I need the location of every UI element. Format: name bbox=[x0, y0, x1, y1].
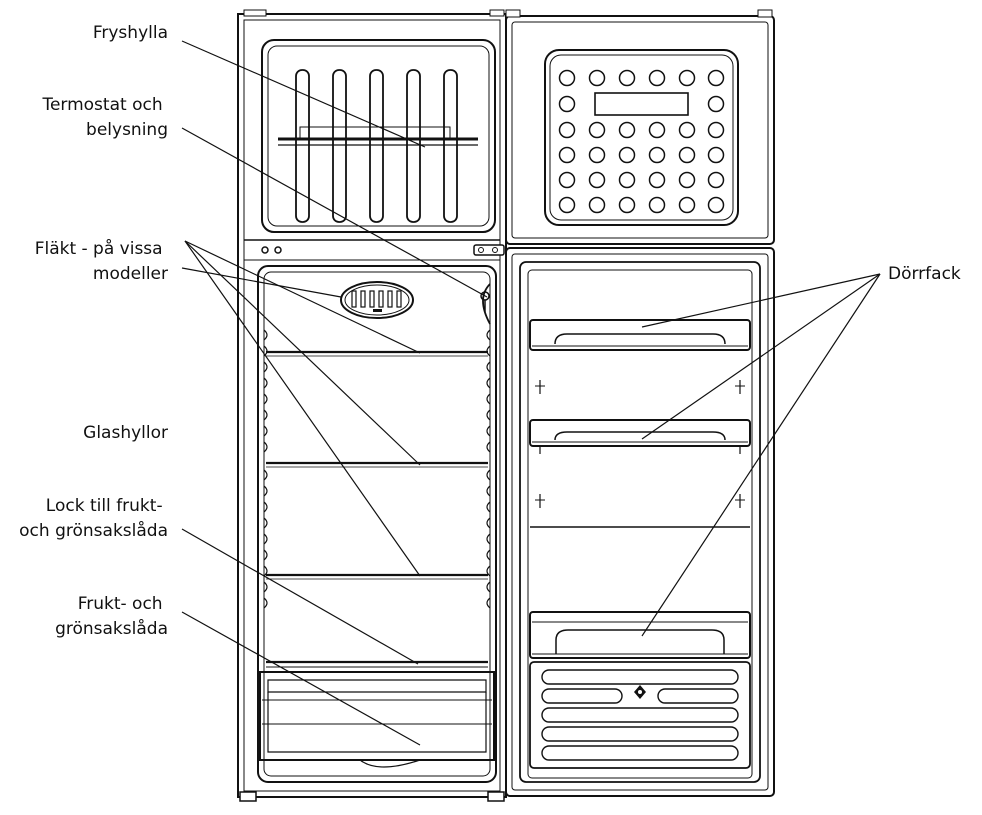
label-flakt: Fläkt - på vissa modeller bbox=[35, 238, 168, 284]
door-bin-2 bbox=[529, 419, 751, 447]
leader-flakt bbox=[181, 267, 342, 298]
door-bin-1 bbox=[529, 319, 751, 351]
fridge-compartment bbox=[257, 265, 497, 783]
door-hinge bbox=[473, 244, 505, 256]
label-fryshylla: Fryshylla bbox=[93, 23, 168, 43]
fan-grille-icon bbox=[340, 281, 414, 319]
freezer-slots bbox=[295, 69, 458, 223]
fridge-door bbox=[505, 247, 775, 797]
label-glashyllor: Glashyllor bbox=[83, 423, 168, 443]
label-termostat-line1: Termostat och bbox=[41, 95, 162, 115]
leader-termostat bbox=[181, 127, 488, 298]
label-dorrfack: Dörrfack bbox=[888, 264, 961, 284]
label-frukt-line2: grönsakslåda bbox=[55, 618, 168, 639]
leader-glashyllor-3 bbox=[184, 240, 421, 577]
freezer-compartment bbox=[261, 39, 496, 233]
leader-frukt bbox=[181, 611, 421, 746]
leader-glashyllor-2 bbox=[184, 240, 421, 466]
label-flakt-line1: Fläkt - på vissa bbox=[35, 238, 163, 259]
leader-lines bbox=[181, 40, 881, 746]
label-frukt: Frukt- och grönsakslåda bbox=[55, 594, 168, 639]
label-termostat: Termostat och belysning bbox=[41, 95, 168, 140]
label-lock-line2: och grönsakslåda bbox=[19, 520, 168, 541]
label-lock-line1: Lock till frukt- bbox=[46, 496, 163, 516]
leader-lock bbox=[181, 528, 419, 665]
fridge-cabinet bbox=[237, 9, 507, 802]
label-flakt-line2: modeller bbox=[93, 264, 168, 284]
vent-snowflake-icon bbox=[529, 661, 751, 769]
leader-glashyllor-1 bbox=[184, 240, 421, 354]
label-lock: Lock till frukt- och grönsakslåda bbox=[19, 496, 168, 541]
label-frukt-line1: Frukt- och bbox=[78, 594, 163, 614]
leader-dorrfack-1 bbox=[641, 273, 881, 328]
freezer-shelf bbox=[278, 126, 478, 146]
thermostat-knob-icon bbox=[480, 283, 491, 325]
glass-shelf-1 bbox=[266, 350, 488, 357]
freezer-door-dimples bbox=[558, 69, 725, 214]
crisper-lid bbox=[266, 660, 488, 668]
label-termostat-line2: belysning bbox=[86, 120, 168, 140]
leader-dorrfack-2 bbox=[641, 273, 881, 440]
glass-shelf-2 bbox=[266, 461, 488, 468]
door-bin-3 bbox=[529, 611, 751, 659]
leader-fryshylla bbox=[181, 40, 426, 148]
freezer-door bbox=[505, 9, 775, 245]
crisper-drawer bbox=[259, 671, 495, 768]
leader-dorrfack-3 bbox=[641, 273, 881, 637]
glass-shelf-3 bbox=[266, 573, 488, 580]
